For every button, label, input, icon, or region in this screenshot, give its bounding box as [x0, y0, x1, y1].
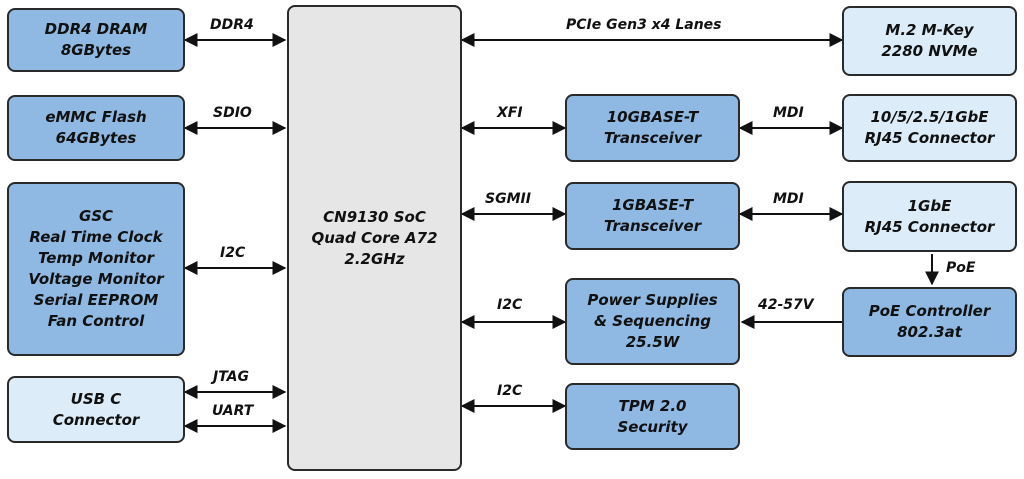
rj45-10g-block: 10/5/2.5/1GbE RJ45 Connector [842, 94, 1017, 162]
xcvr-1g-line: 1GBASE-T [611, 196, 694, 214]
uart-label: UART [212, 403, 254, 419]
gsc-line: Temp Monitor [38, 249, 154, 267]
usbc-line: USB C [70, 389, 122, 408]
soc-line: CN9130 SoC [323, 207, 426, 226]
tpm-block: TPM 2.0 Security [565, 383, 740, 450]
poe-controller-line: 802.3at [897, 323, 962, 341]
emmc-line: 64GBytes [55, 129, 137, 147]
poe-controller-block: PoE Controller 802.3at [842, 287, 1017, 357]
emmc-block: eMMC Flash 64GBytes [7, 95, 185, 161]
gsc-line: Fan Control [47, 312, 145, 330]
ddr4-block: DDR4 DRAM 8GBytes [7, 8, 185, 72]
i2c-tpm-label: I2C [497, 383, 523, 399]
power-line: & Sequencing [594, 312, 711, 330]
tpm-line: Security [617, 417, 688, 436]
mdi-1g-label: MDI [773, 191, 804, 207]
power-block: Power Supplies & Sequencing 25.5W [565, 278, 740, 365]
xcvr-10g-line: Transceiver [603, 129, 702, 147]
xcvr-10g-block: 10GBASE-T Transceiver [565, 94, 740, 162]
ddr4-line: DDR4 DRAM [44, 20, 148, 38]
m2-line: M.2 M-Key [885, 21, 974, 39]
jtag-label: JTAG [213, 369, 249, 385]
gsc-line: Voltage Monitor [28, 270, 164, 288]
sgmii-label: SGMII [485, 191, 531, 207]
mdi-10g-label: MDI [773, 105, 804, 121]
usbc-block: USB C Connector [7, 376, 185, 443]
tpm-line: TPM 2.0 [618, 396, 687, 415]
m2-line: 2280 NVMe [881, 42, 978, 60]
pcie-label: PCIe Gen3 x4 Lanes [566, 17, 722, 33]
ddr4-label: DDR4 [210, 17, 254, 33]
rj45-10g-line: RJ45 Connector [864, 129, 995, 147]
gsc-line: GSC [78, 207, 114, 225]
emmc-line: eMMC Flash [45, 108, 147, 126]
m2-block: M.2 M-Key 2280 NVMe [842, 6, 1017, 76]
power-line: 25.5W [625, 333, 680, 351]
ddr4-line: 8GBytes [60, 41, 132, 59]
xcvr-10g-line: 10GBASE-T [606, 108, 699, 126]
soc-line: Quad Core A72 [311, 228, 438, 247]
v4257-label: 42-57V [758, 297, 814, 313]
xcvr-1g-line: Transceiver [603, 217, 702, 235]
poe-controller-line: PoE Controller [868, 302, 991, 320]
sdio-label: SDIO [213, 105, 252, 121]
usbc-line: Connector [52, 410, 140, 429]
power-line: Power Supplies [587, 291, 718, 309]
soc-line: 2.2GHz [344, 249, 405, 268]
i2c-gsc-label: I2C [220, 245, 246, 261]
i2c-power-label: I2C [497, 297, 523, 313]
xfi-label: XFI [497, 105, 523, 121]
rj45-1g-block: 1GbE RJ45 Connector [842, 181, 1017, 252]
rj45-1g-line: RJ45 Connector [864, 217, 995, 236]
soc-block: CN9130 SoC Quad Core A72 2.2GHz [287, 5, 462, 471]
gsc-block: GSC Real Time Clock Temp Monitor Voltage… [7, 182, 185, 356]
gsc-line: Serial EEPROM [33, 291, 159, 309]
rj45-10g-line: 10/5/2.5/1GbE [870, 108, 989, 126]
poe-label: PoE [946, 260, 976, 276]
rj45-1g-line: 1GbE [907, 196, 952, 215]
xcvr-1g-block: 1GBASE-T Transceiver [565, 182, 740, 250]
gsc-line: Real Time Clock [29, 228, 163, 246]
